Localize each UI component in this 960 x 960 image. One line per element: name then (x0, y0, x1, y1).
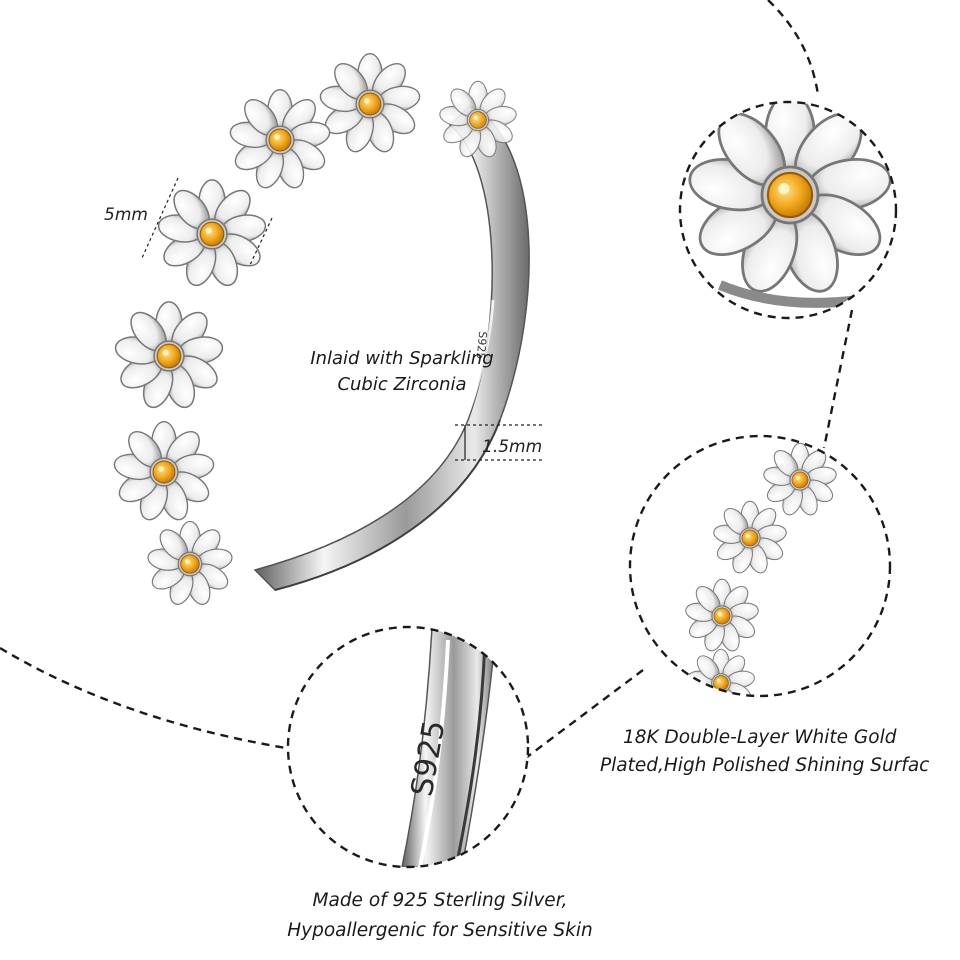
s925-stamp-detail-border (286, 625, 530, 869)
silver-caption: Made of 925 Sterling Silver, Hypoallerge… (200, 886, 680, 946)
connector-gold-to-silver (522, 669, 644, 761)
ring-daisies (112, 52, 518, 608)
gold-caption-line1: 18K Double-Layer White Gold (623, 727, 897, 748)
zircon-caption: Inlaid with Sparkling Cubic Zirconia (0, 346, 804, 398)
connector-left-arc (0, 646, 287, 750)
connector-top-arc (767, 0, 820, 96)
silver-caption-line1: Made of 925 Sterling Silver, (312, 890, 568, 911)
band-width-label: 1.5mm (482, 437, 543, 457)
s925-stamp-detail-image: S925 (286, 625, 530, 869)
connector-lines (0, 0, 854, 761)
daisy-ring-image: S925 (112, 52, 530, 608)
flower-width-label: 5mm (104, 205, 148, 225)
zircon-detail-border (678, 100, 898, 320)
band-hallmark: S925 (474, 331, 489, 360)
zircon-detail-image (678, 100, 898, 320)
zircon-caption-line1: Inlaid with Sparkling (310, 348, 494, 369)
gold-plating-detail-border (628, 434, 892, 698)
zircon-caption-line2: Cubic Zirconia (337, 374, 467, 395)
connector-zircon-to-gold (822, 309, 854, 449)
silver-caption-line2: Hypoallergenic for Sensitive Skin (287, 920, 593, 941)
dimension-markers (141, 177, 545, 461)
gold-caption-line2: Plated,High Polished Shining Surfac (600, 755, 930, 776)
gold-caption: 18K Double-Layer White Gold Plated,High … (600, 724, 960, 780)
gold-plating-detail-image (628, 434, 892, 698)
